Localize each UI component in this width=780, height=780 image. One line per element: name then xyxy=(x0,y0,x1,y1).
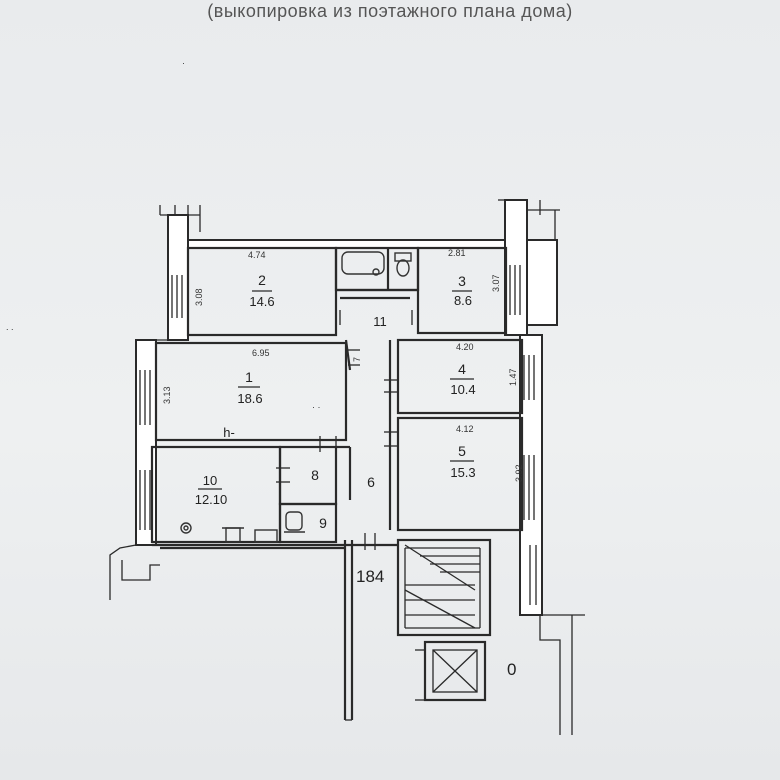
room-dimension: 1.47 xyxy=(508,368,518,386)
room-area: 15.3 xyxy=(450,465,475,480)
windows xyxy=(139,265,537,605)
room-area: 18.6 xyxy=(237,391,262,406)
room-number: 8 xyxy=(311,467,319,483)
room-number: 5 xyxy=(458,443,466,459)
room-7-mark: 7 xyxy=(352,357,362,362)
room-dimension: 2.81 xyxy=(448,248,466,258)
room-area: 12.10 xyxy=(195,492,228,507)
room-number: 9 xyxy=(319,515,327,531)
room-8-label: 8 xyxy=(311,467,319,483)
room-area: 10.4 xyxy=(450,382,475,397)
room-dimension: 3.92 xyxy=(514,464,524,482)
room-number: 1 xyxy=(245,369,253,385)
dots-mark: · · xyxy=(312,402,321,412)
stairwell xyxy=(396,538,492,702)
room-1-label: 1 18.6 6.95 3.13 h- · · xyxy=(162,348,321,440)
room-5-label: 5 15.3 4.12 3.92 xyxy=(450,424,524,482)
room-number: 6 xyxy=(367,474,375,490)
room-dimension: 6.95 xyxy=(252,348,270,358)
interior-walls xyxy=(150,246,524,721)
page-subtitle: (выкопировка из поэтажного плана дома) xyxy=(207,1,573,21)
room-area: 14.6 xyxy=(249,294,274,309)
room-11-label: 11 xyxy=(373,314,387,329)
room-dimension: 3.07 xyxy=(491,274,501,292)
h-mark: h- xyxy=(223,425,235,440)
zero-mark: 0 xyxy=(507,660,516,679)
room-dimension: 4.74 xyxy=(248,250,266,260)
room-dimension: 4.12 xyxy=(456,424,474,434)
room-3-label: 3 8.6 2.81 3.07 xyxy=(448,248,501,308)
room-number: 4 xyxy=(458,361,466,377)
room-number: 2 xyxy=(258,272,266,288)
room-2-label: 2 14.6 4.74 3.08 xyxy=(194,250,275,309)
svg-text:7: 7 xyxy=(352,357,362,362)
room-dimension: 4.20 xyxy=(456,342,474,352)
sanitary-fixtures xyxy=(180,251,412,543)
door-marks xyxy=(276,310,413,550)
stray-mark: · xyxy=(182,58,185,68)
apartment-number: 184 xyxy=(356,567,384,586)
room-9-label: 9 xyxy=(319,515,327,531)
room-10-label: 10 12.10 xyxy=(195,473,228,507)
stray-mark: . . xyxy=(6,322,14,332)
room-dimension: 3.13 xyxy=(162,386,172,404)
room-number: 3 xyxy=(458,273,466,289)
room-dimension: 3.08 xyxy=(194,288,204,306)
room-6-label: 6 xyxy=(367,474,375,490)
room-number: 11 xyxy=(373,314,387,329)
room-number: 10 xyxy=(203,473,217,488)
room-area: 8.6 xyxy=(454,293,472,308)
room-4-label: 4 10.4 4.20 1.47 xyxy=(450,342,518,397)
